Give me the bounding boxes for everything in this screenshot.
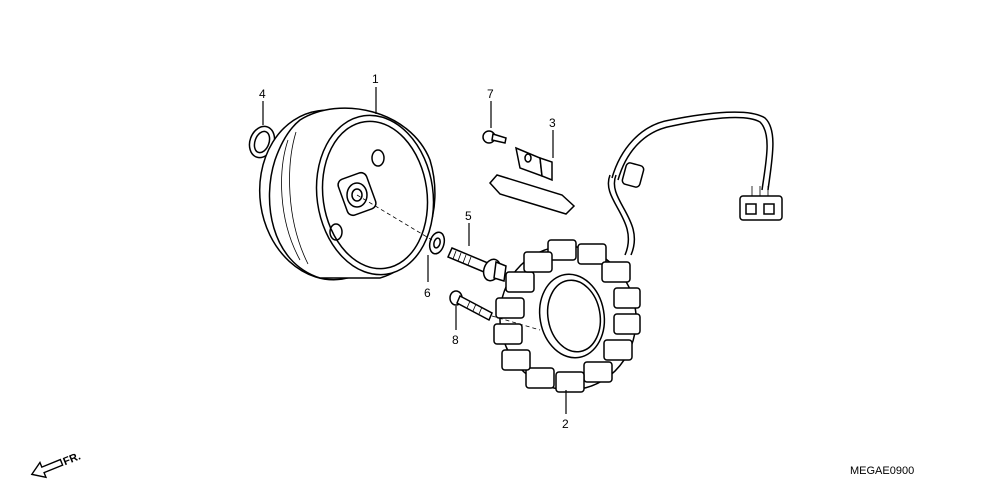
part-2-stator [493,111,783,393]
callout-2: 2 [562,417,569,431]
part-5-flange-bolt [447,247,507,282]
part-3-bracket [488,146,576,215]
leader-lines [262,87,567,414]
callouts: 1 4 7 3 5 6 8 2 [259,72,569,431]
front-direction-indicator: FR. [30,450,82,479]
part-6-washer [428,231,446,255]
direction-label: FR. [61,450,82,468]
callout-4: 4 [259,87,266,101]
callout-3: 3 [549,116,556,130]
part-1-flywheel [258,107,436,281]
stator-teeth [493,239,641,393]
callout-6: 6 [424,286,431,300]
callout-7: 7 [487,87,494,101]
drawing-code: MEGAE0900 [850,465,914,477]
callout-5: 5 [465,209,472,223]
callout-1: 1 [372,72,379,86]
part-7-screw [482,130,507,144]
front-arrow-icon [30,458,64,479]
part-8-bolt [449,290,493,322]
callout-8: 8 [452,333,459,347]
